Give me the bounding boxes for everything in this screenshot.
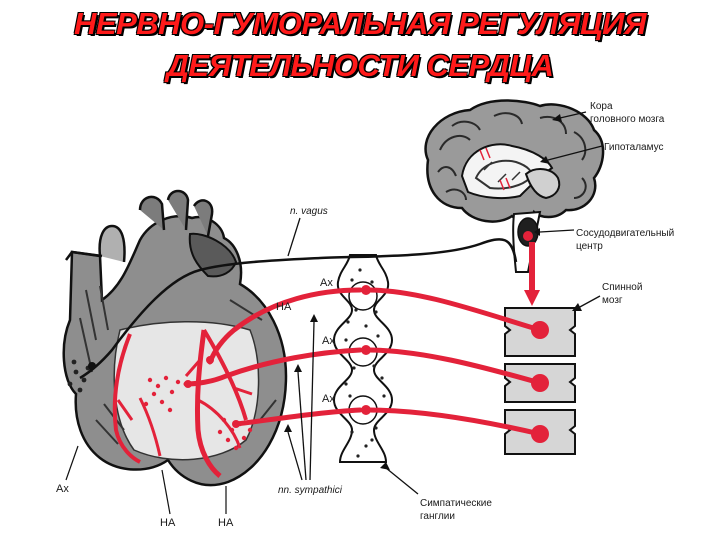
label-sympathici: nn. sympathici (278, 485, 343, 496)
label-spinal-line-2: мозг (602, 295, 623, 306)
mediator-ax-middle: Ах (322, 335, 335, 347)
mediator-ha-left: НА (160, 517, 176, 529)
descending-tract-arrow-icon (524, 290, 540, 306)
label-vasomotor-line-2: центр (576, 241, 603, 252)
label-spinal-line-1: Спинной (602, 282, 642, 293)
pointer-ax-heart (66, 446, 78, 480)
label-ganglia-line-1: Симпатические (420, 498, 492, 509)
label-hypothalamus: Гипоталамус (604, 142, 664, 153)
pointer-ha-left (162, 470, 170, 514)
label-cortex-line-2: головного мозга (590, 114, 665, 125)
label-cortex-line-1: Кора (590, 101, 613, 112)
mediator-ha-right: НА (218, 517, 234, 529)
label-ganglia-line-2: ганглии (420, 511, 455, 522)
mediator-ax-upper: Ах (320, 277, 333, 289)
mediator-ax-heart: Ах (56, 483, 69, 495)
label-vasomotor-line-1: Сосудодвигательный (576, 228, 674, 239)
mediator-ax-lower: Ах (322, 393, 335, 405)
vagus-terminal-icon (88, 362, 96, 370)
heart-illustration (64, 191, 286, 485)
label-vagus: n. vagus (290, 206, 328, 217)
mediator-ha-upper: НА (276, 301, 292, 313)
